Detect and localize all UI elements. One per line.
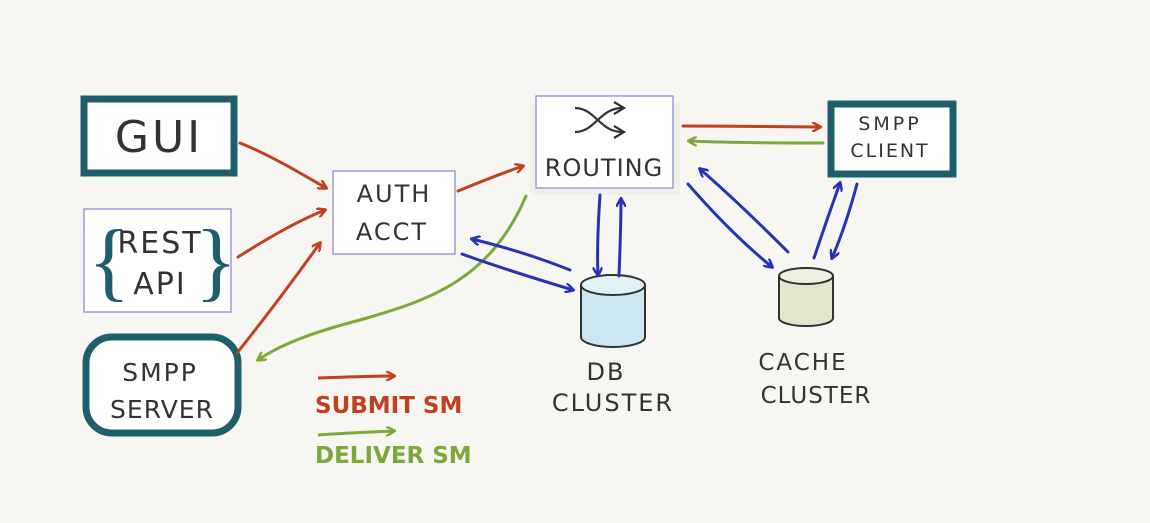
arrow-routing-to-smpp-server bbox=[258, 194, 528, 360]
arrow-smpp-client-to-routing bbox=[689, 141, 825, 143]
deliver-arrows bbox=[258, 141, 825, 360]
auth-acct-label-line2: ACCT bbox=[356, 218, 428, 246]
legend: SUBMIT SM DELIVER SM bbox=[315, 376, 472, 469]
routing-label: ROUTING bbox=[545, 154, 663, 182]
arrow-cache-to-routing bbox=[700, 169, 790, 254]
arrow-smpp-server-to-auth bbox=[235, 243, 320, 355]
rest-api-label-line1: REST bbox=[117, 226, 202, 261]
db-cluster-label-line1: DB bbox=[587, 358, 626, 386]
arrow-rest-to-auth bbox=[236, 210, 325, 259]
legend-submit-arrow bbox=[317, 376, 394, 378]
db-cluster-cylinder bbox=[580, 274, 646, 348]
legend-deliver-arrow bbox=[317, 431, 394, 437]
arrow-smpp-client-to-cache bbox=[832, 182, 859, 258]
smpp-server-label-line1: SMPP bbox=[122, 358, 198, 387]
arrow-cache-to-smpp-client bbox=[812, 183, 840, 260]
cache-cluster-label-line1: CACHE bbox=[758, 350, 847, 376]
cache-cluster-label-line2: CLUSTER bbox=[761, 383, 872, 409]
smpp-client-label-line2: CLIENT bbox=[850, 140, 929, 162]
db-cluster-label-line2: CLUSTER bbox=[552, 389, 674, 417]
arrow-db-to-auth bbox=[472, 239, 572, 272]
arrow-gui-to-auth bbox=[238, 141, 326, 188]
arrow-db-to-routing bbox=[619, 199, 621, 278]
gui-label: GUI bbox=[115, 112, 203, 163]
submit-arrows bbox=[235, 126, 820, 355]
smpp-server-node: SMPP SERVER bbox=[82, 333, 242, 437]
arrow-auth-to-db bbox=[460, 252, 573, 290]
arrow-routing-to-cache bbox=[686, 182, 772, 267]
rest-api-node: { } REST API bbox=[83, 208, 237, 313]
smpp-server-label-line2: SERVER bbox=[110, 395, 214, 424]
data-arrows bbox=[460, 169, 859, 290]
cache-cluster-cylinder bbox=[778, 267, 834, 327]
auth-acct-node: AUTH ACCT bbox=[332, 170, 456, 255]
legend-submit-label: SUBMIT SM bbox=[315, 393, 462, 419]
left-brace-icon: { bbox=[88, 213, 130, 310]
smpp-client-node: SMPP CLIENT bbox=[827, 100, 957, 178]
arrow-routing-to-db bbox=[598, 193, 600, 275]
routing-node: ROUTING bbox=[530, 95, 680, 195]
shuffle-icon bbox=[574, 101, 627, 139]
auth-acct-label-line1: AUTH bbox=[357, 180, 432, 208]
arrow-routing-to-smpp-client bbox=[681, 126, 820, 127]
legend-deliver-label: DELIVER SM bbox=[315, 443, 472, 469]
gui-node: GUI bbox=[80, 95, 238, 177]
smpp-client-label-line1: SMPP bbox=[858, 113, 921, 135]
right-brace-icon: } bbox=[195, 213, 237, 310]
arrow-auth-to-routing bbox=[456, 166, 523, 193]
rest-api-label-line2: API bbox=[133, 267, 186, 302]
